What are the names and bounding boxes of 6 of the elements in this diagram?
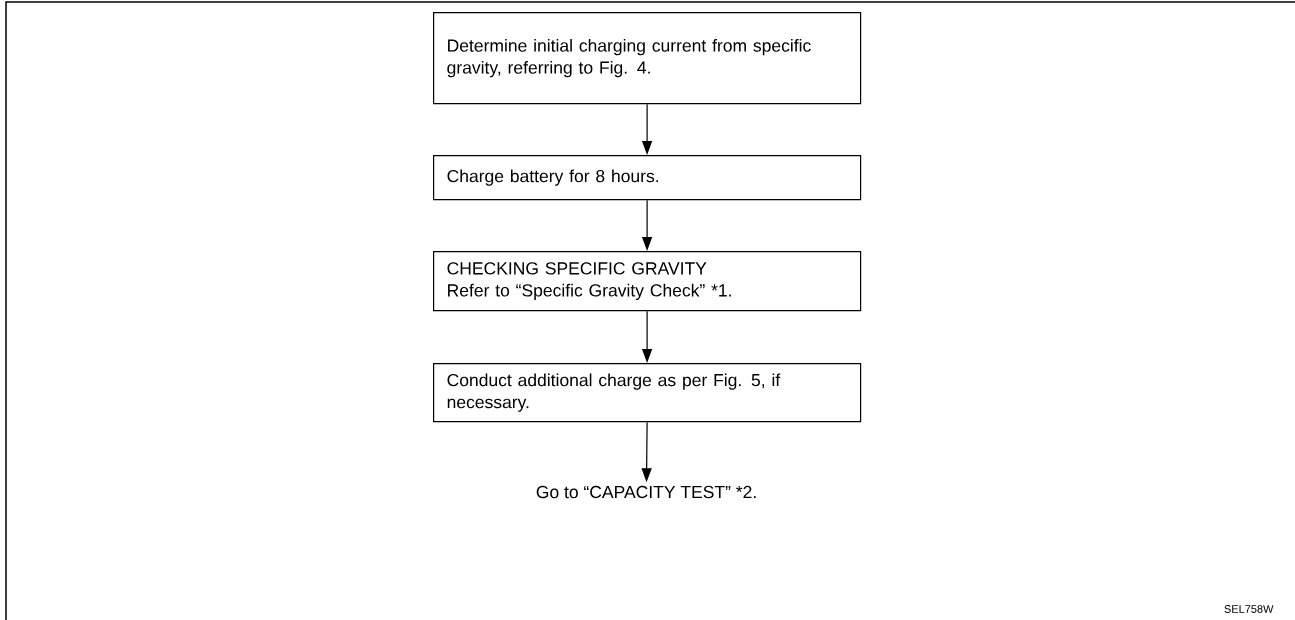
process-box: Conduct additional charge as per Fig. 5, if necessary. xyxy=(433,363,862,423)
figure-code: SEL758W xyxy=(1224,605,1274,613)
step-text: Go to “CAPACITY TEST” *2. xyxy=(536,485,756,499)
process-box: Charge battery for 8 hours. xyxy=(433,155,862,201)
process-box: Determine initial charging current from specific gravity, referring to Fig. 4. xyxy=(433,12,862,105)
process-box: CHECKING SPECIFIC GRAVITY Refer to “Specific Gravity Check” *1. xyxy=(433,251,862,312)
